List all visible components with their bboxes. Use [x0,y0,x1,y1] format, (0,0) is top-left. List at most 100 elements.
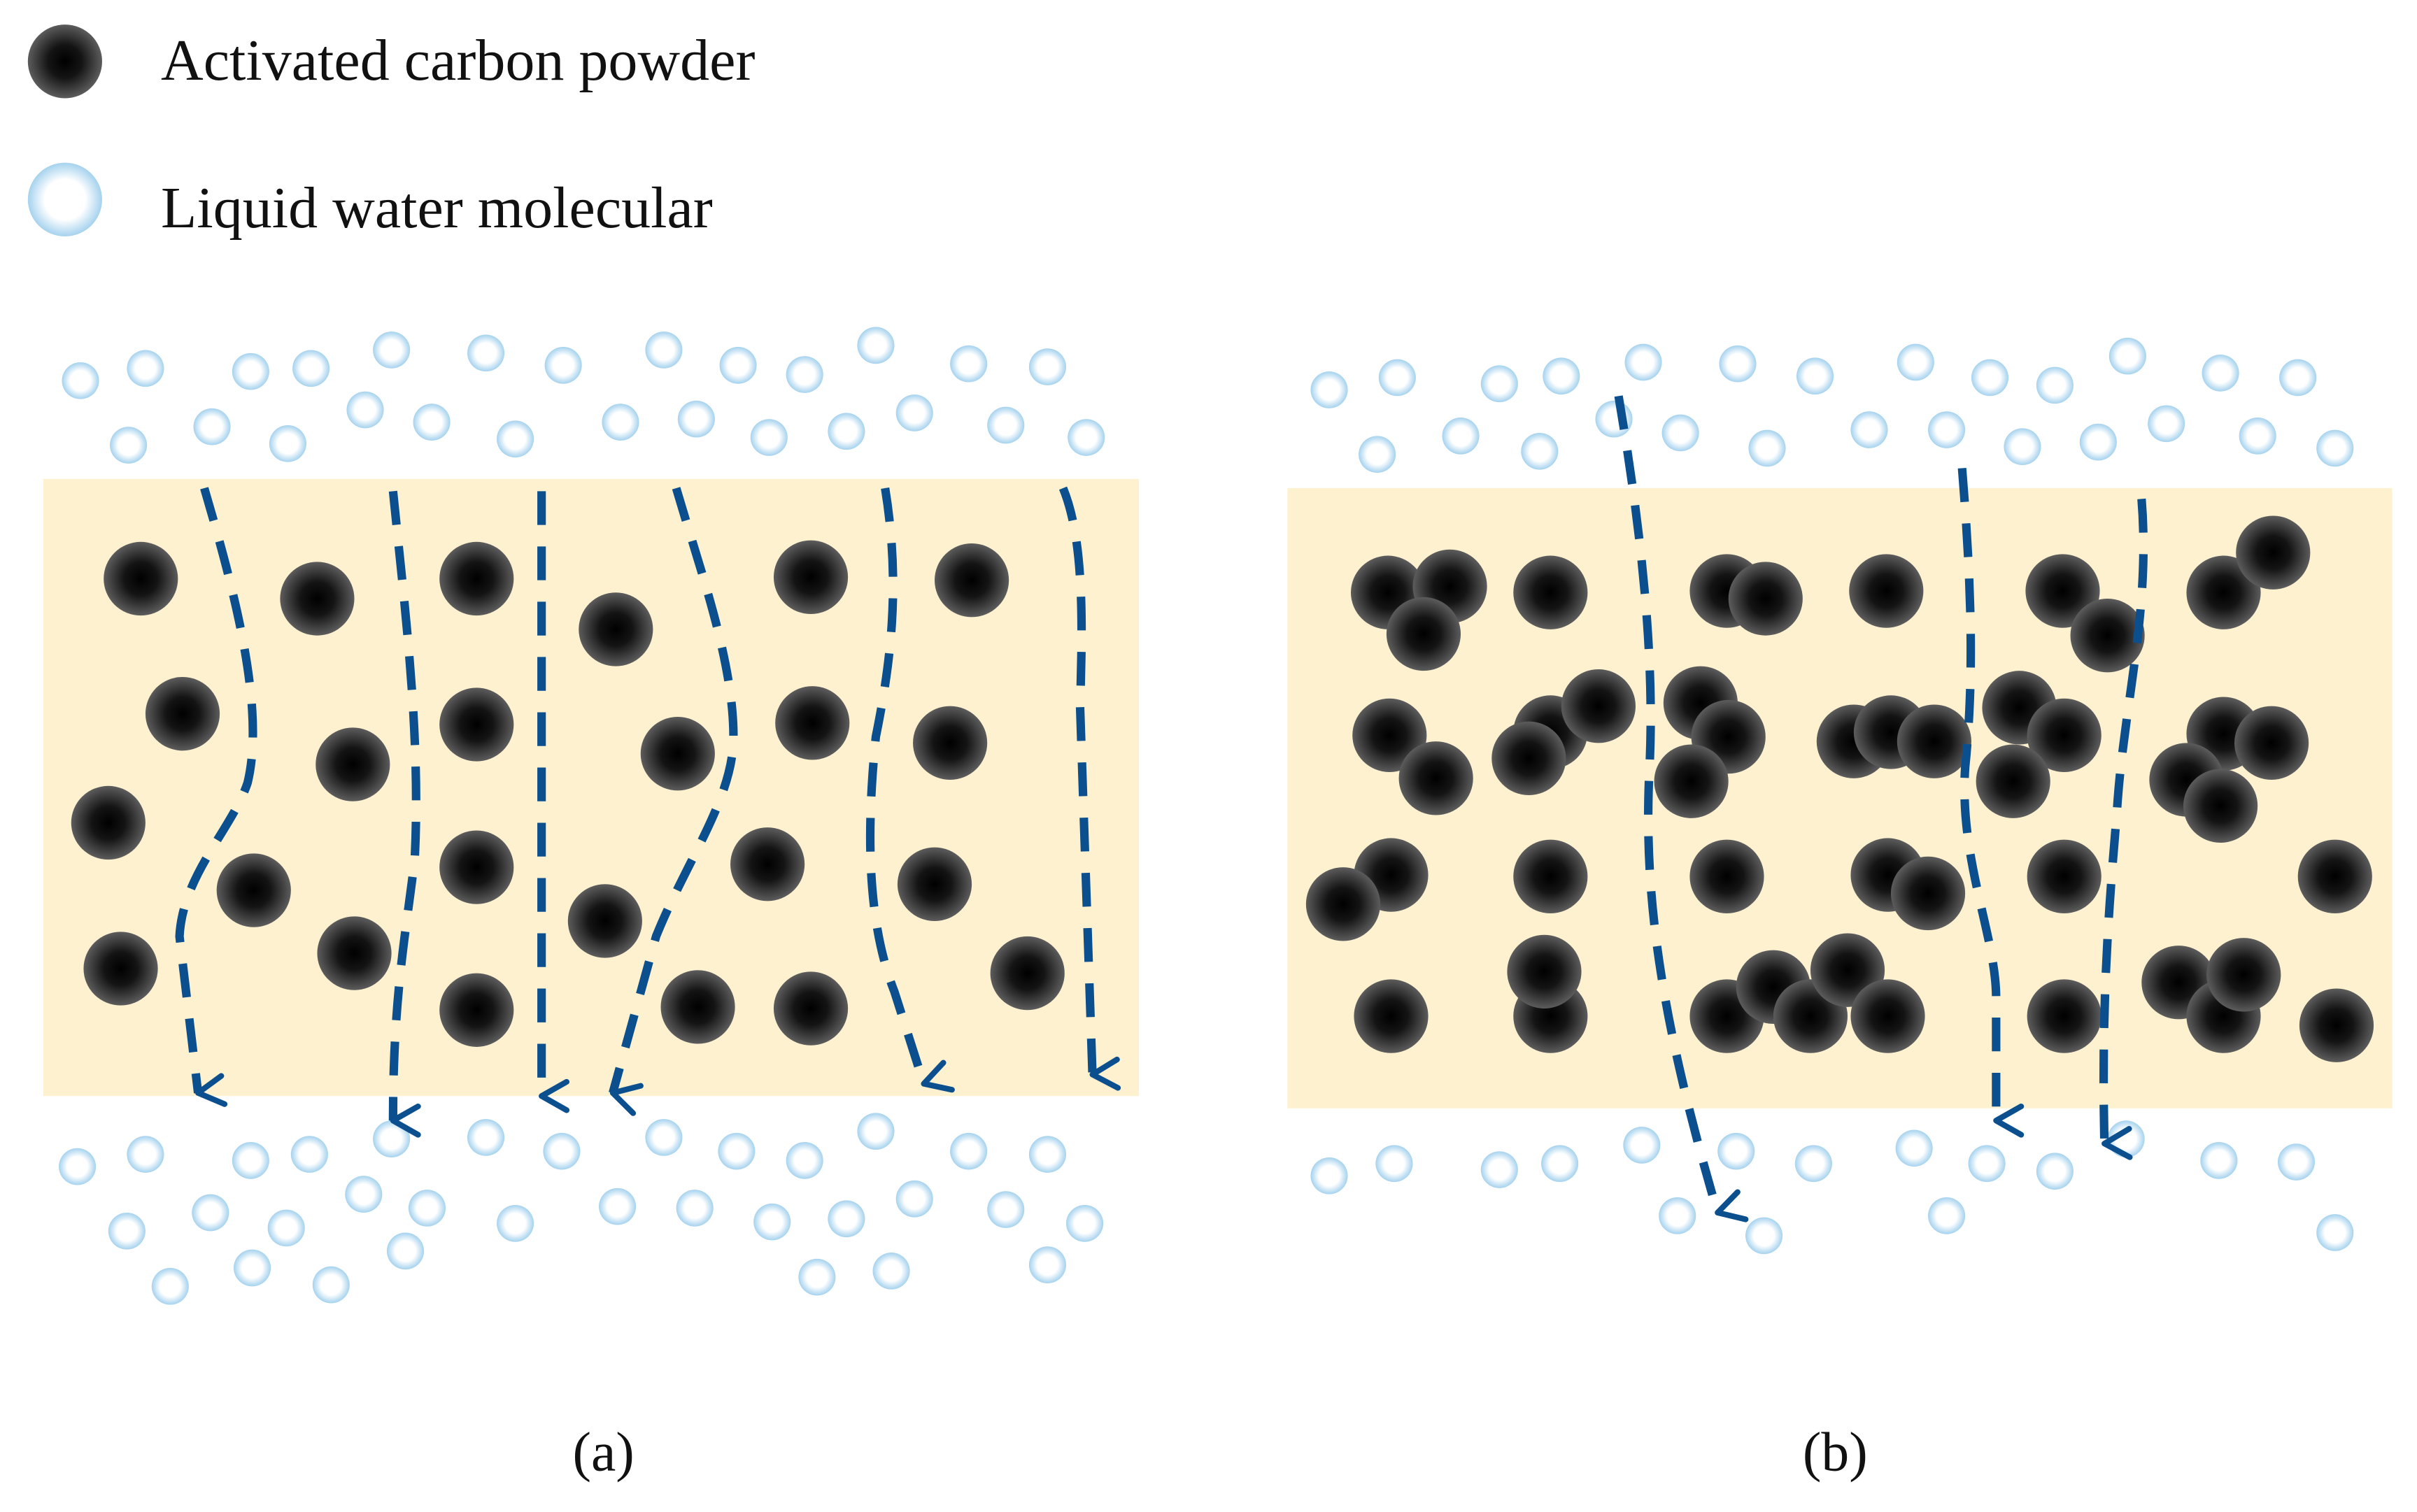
water-molecule [544,347,582,384]
water-molecule [753,1203,791,1241]
water-molecule [1359,436,1396,473]
legend-carbon: Activated carbon powder [27,24,756,99]
carbon-particle [2027,698,2101,773]
carbon-particle [1976,744,2050,818]
water-molecule [346,391,384,429]
water-molecule [1480,365,1518,403]
water-molecule [718,1132,756,1170]
carbon-particles-a [71,540,1065,1047]
water-molecule [497,1205,534,1242]
water-molecule [987,406,1025,444]
water-molecule [127,1136,164,1173]
flow-arrow [388,490,421,1138]
water-molecule [497,420,534,458]
water-molecule [151,1268,189,1305]
caption-b: (b) [1803,1422,1868,1483]
water-molecule [232,1142,269,1179]
water-molecule [1717,1132,1755,1170]
carbon-particle [1513,839,1588,913]
carbon-particle [1897,704,1971,778]
water-molecule [1310,371,1348,408]
water-molecule [828,1200,865,1238]
water-molecule [1659,1197,1696,1234]
water-molecule [1066,1205,1104,1242]
carbon-particle [1507,934,1582,1009]
water-molecule [645,331,683,369]
water-molecule [857,1113,895,1150]
carbon-particle [934,543,1009,618]
water-molecule [1068,419,1105,456]
flow-arrows-a [175,486,1121,1138]
water-molecule [267,1209,305,1247]
carbon-particle [83,932,158,1006]
water-molecule [857,327,895,364]
water-molecule [2079,423,2117,461]
water-molecule [292,350,330,387]
caption-a: (a) [572,1422,634,1483]
water-molecule [1310,1157,1348,1194]
water-molecule [987,1191,1025,1228]
water-molecule [386,1232,425,1270]
carbon-particle [2025,554,2100,628]
flow-arrow [1058,486,1121,1091]
water-molecule [1794,1145,1832,1183]
carbon-particle [439,973,514,1047]
legend-water-label: Liquid water molecular [161,176,713,241]
carbon-particle [316,727,390,801]
water-molecule [62,362,99,399]
carbon-particle [1513,555,1588,629]
water-molecule [798,1258,836,1296]
water-molecule [1375,1145,1413,1183]
carbon-particle [1354,979,1429,1053]
carbon-particle [2027,979,2101,1053]
water-molecule [1028,1136,1067,1173]
water-molecule [602,404,639,441]
carbon-particle [1849,554,1924,628]
water-molecule [1850,411,1888,448]
water-molecule [2277,1143,2316,1181]
water-molecule [110,427,148,464]
water-molecule [1968,1145,2006,1183]
water-molecule [1661,414,1699,452]
water-molecule [233,1249,271,1287]
flow-arrow [175,487,257,1107]
water-molecule [950,345,988,383]
carbon-particle [2299,988,2374,1062]
water-molecule [2316,429,2354,467]
water-molecule [1928,411,1966,448]
carbon-particles-b [1305,515,2374,1062]
carbon-particle [280,562,355,636]
water-molecule [127,350,164,387]
water-molecules-a [59,327,1105,1305]
water-molecule [2202,355,2239,392]
water-molecule [1521,432,1559,470]
carbon-particle [145,676,220,751]
water-molecule [786,356,823,393]
carbon-particle [1491,721,1566,795]
water-molecule [1624,343,1662,381]
water-molecule [1541,1145,1579,1183]
water-molecule [676,1190,714,1227]
carbon-particle [1728,562,1803,636]
carbon-particle-icon [27,24,102,99]
carbon-particle [1305,867,1381,941]
water-molecule [1442,418,1480,455]
water-molecule [599,1188,637,1225]
carbon-particle [2027,839,2101,913]
carbon-particle [1398,741,1473,815]
water-molecule [312,1266,350,1304]
carbon-particle [897,847,972,921]
carbon-particle [990,936,1065,1011]
water-molecule [1748,429,1786,467]
water-molecule [719,347,757,384]
legend: Activated carbon powder Liquid water mol… [27,24,756,241]
carbon-particle [1561,669,1636,743]
water-molecule [1595,400,1633,438]
water-molecule [2036,366,2074,404]
carbon-particle [439,830,514,904]
legend-carbon-label: Activated carbon powder [161,28,756,93]
water-molecule [373,1120,411,1157]
water-molecule [345,1176,383,1213]
water-molecule [1623,1127,1661,1164]
